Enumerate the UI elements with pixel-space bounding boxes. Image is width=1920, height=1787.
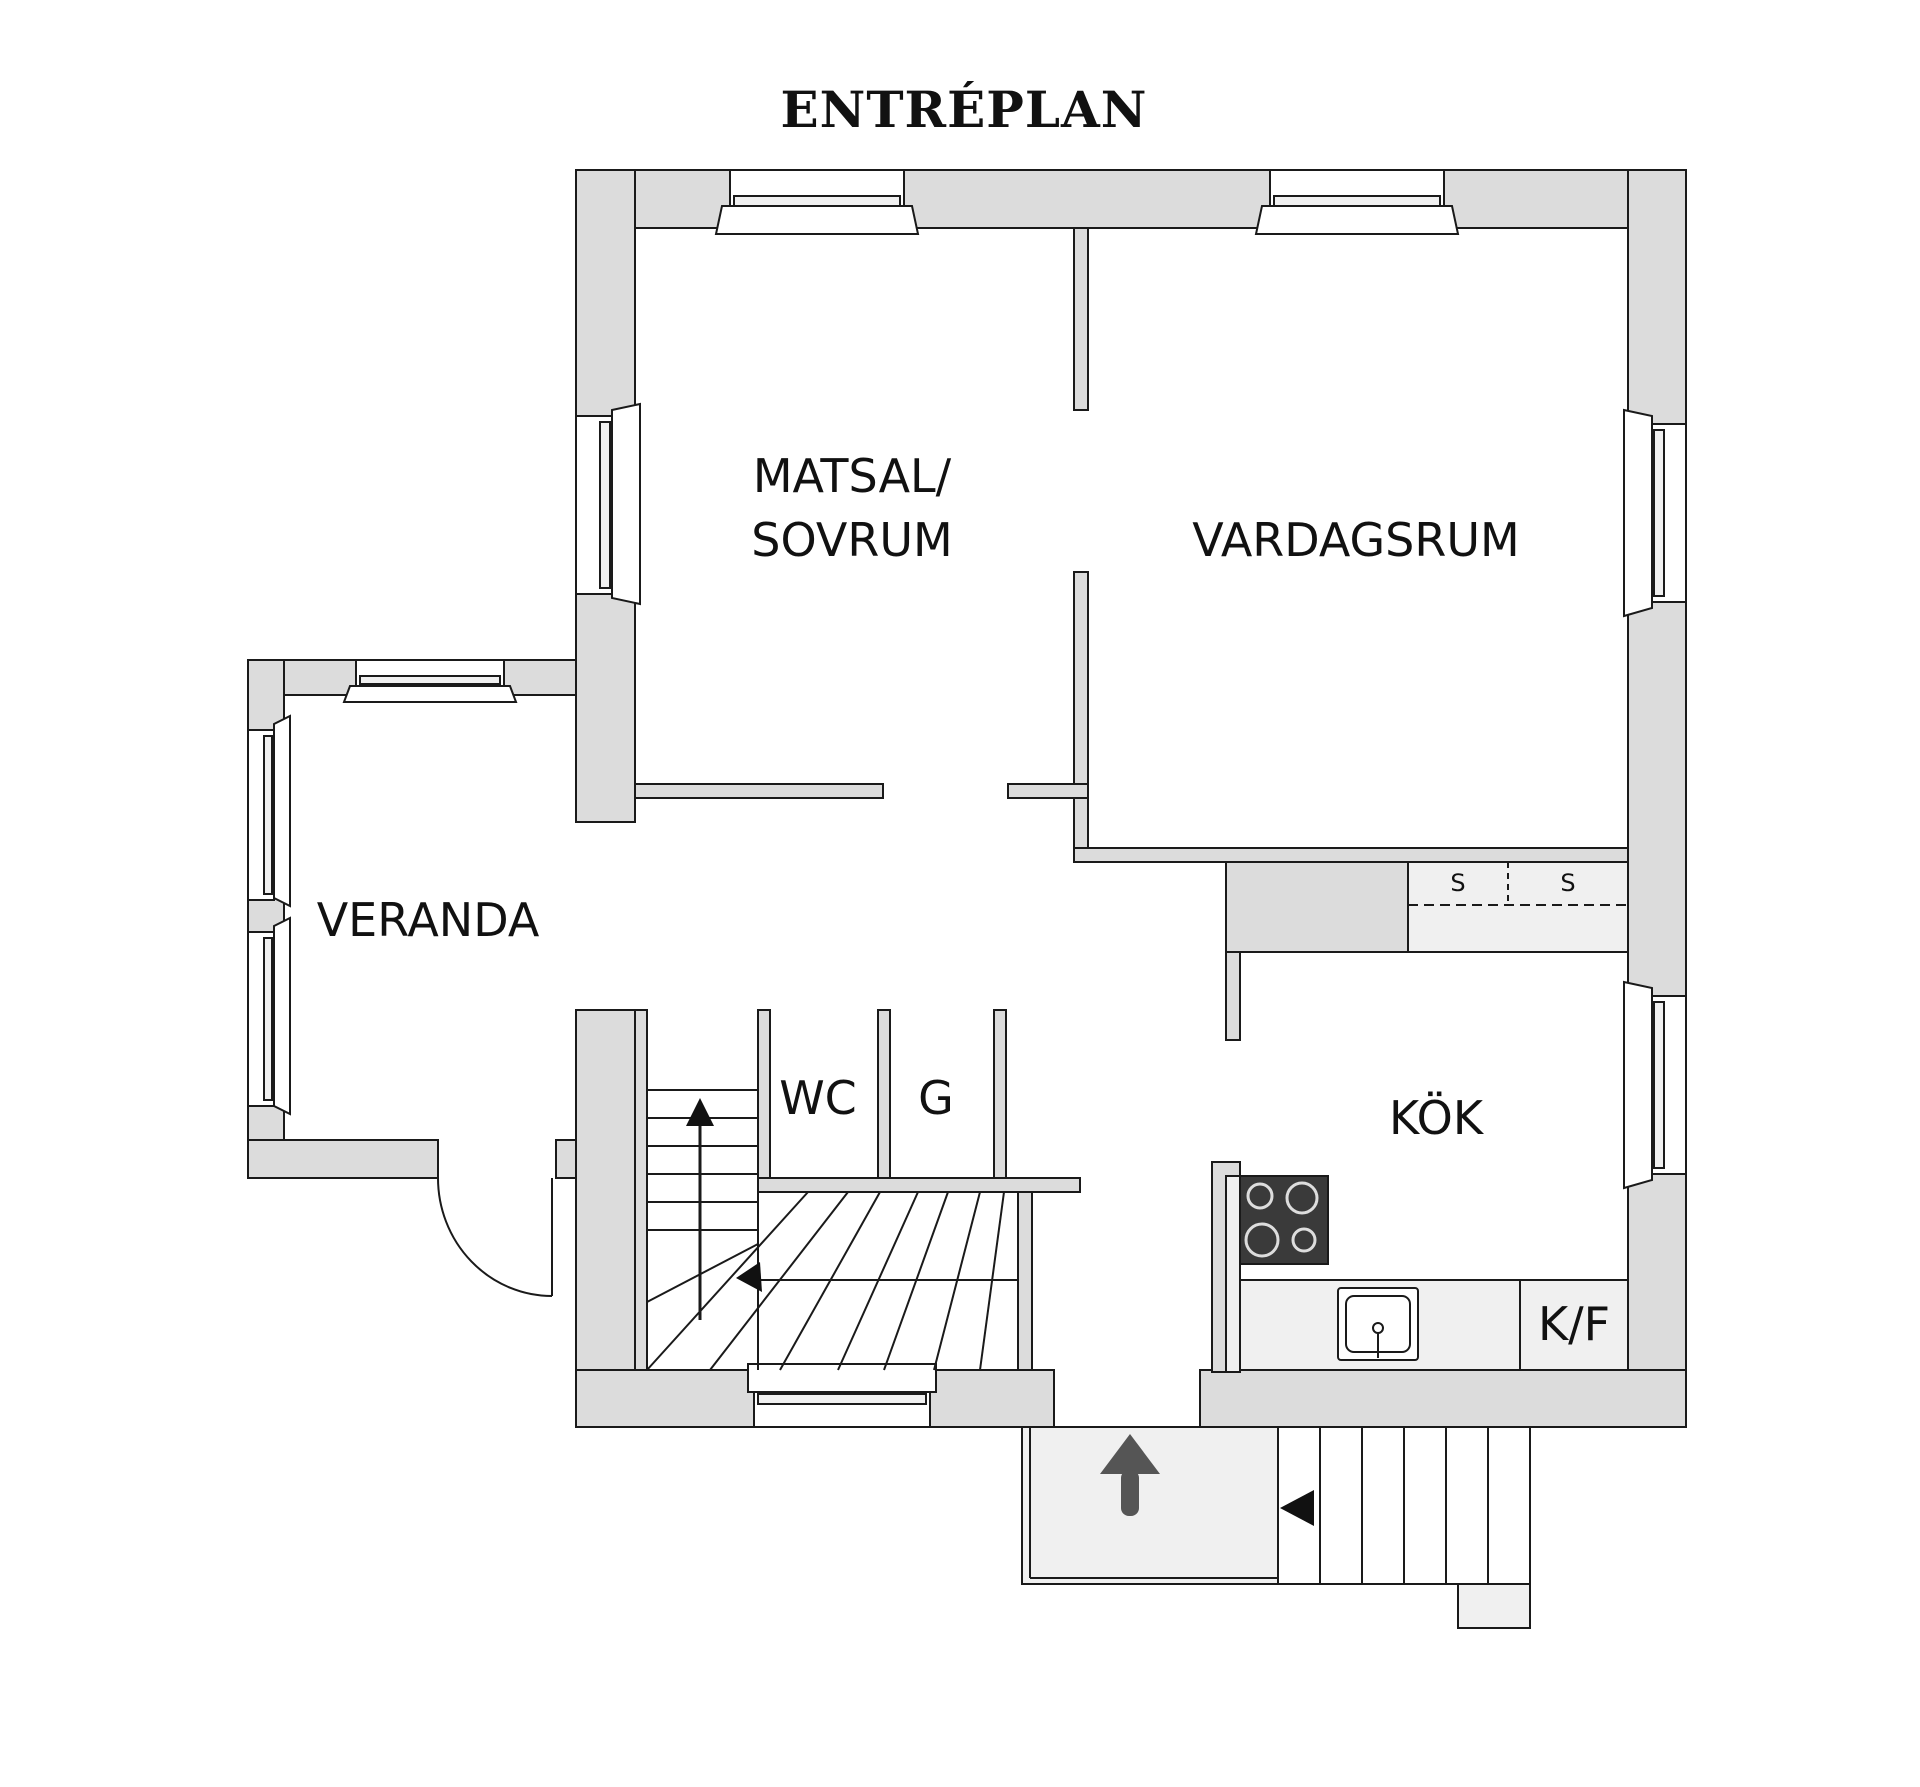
- window-west-upper: [575, 402, 641, 606]
- wall-wc-g-south: [757, 1177, 1081, 1193]
- room-label-veranda: VERANDA: [317, 893, 540, 947]
- wall-vardagsrum-south: [1073, 847, 1629, 863]
- window-veranda-west-lower: [247, 916, 291, 1116]
- room-label-g: G: [918, 1071, 954, 1125]
- wall-east: [1627, 169, 1687, 1428]
- stair-arrow-up-icon: [686, 1098, 714, 1126]
- window-east-lower: [1623, 980, 1687, 1190]
- veranda-wall-south-right: [555, 1139, 577, 1179]
- room-label-matsal-line1: MATSAL/: [753, 449, 952, 503]
- wall-kitchen-stub: [1225, 951, 1241, 1041]
- closet: S S: [1407, 861, 1629, 953]
- outer-stair-arrow-icon: [1280, 1490, 1314, 1526]
- wall-stair-west: [634, 1009, 648, 1371]
- window-veranda-north: [342, 659, 518, 703]
- wall-west-lower: [575, 1009, 636, 1428]
- room-label-matsal-line2: SOVRUM: [751, 513, 952, 567]
- room-label-kf: K/F: [1538, 1297, 1610, 1351]
- kitchen-counter: [1225, 1175, 1629, 1373]
- plan-title: ENTRÉPLAN: [781, 80, 1148, 139]
- wall-wc-west: [757, 1009, 771, 1191]
- closet-label-1: S: [1450, 869, 1465, 897]
- entry-arrow-icon: [1100, 1434, 1160, 1516]
- window-south-stair: [747, 1363, 937, 1428]
- wall-stair-east: [1017, 1191, 1033, 1371]
- room-label-wc: WC: [779, 1071, 857, 1125]
- window-north-left: [714, 169, 920, 235]
- room-label-vardagsrum: VARDAGSRUM: [1192, 513, 1519, 567]
- wall-g-east: [993, 1009, 1007, 1191]
- wall-south-right: [1199, 1369, 1687, 1428]
- window-veranda-west-upper: [247, 714, 291, 908]
- wall-hall-stub: [1007, 783, 1089, 799]
- veranda-door: [437, 1177, 553, 1297]
- window-north-right: [1254, 169, 1460, 235]
- veranda-wall-south-left: [247, 1139, 439, 1179]
- sink-icon: [1337, 1287, 1419, 1361]
- wall-divider-upper: [1073, 227, 1089, 411]
- room-label-kok: KÖK: [1389, 1091, 1485, 1145]
- outer-staircase: [1277, 1426, 1531, 1629]
- stair-arrow-left-icon: [736, 1262, 762, 1292]
- entry-landing: [1021, 1426, 1279, 1585]
- wall-wc-g: [877, 1009, 891, 1191]
- stove-icon: [1239, 1175, 1329, 1265]
- wall-matsal-south: [634, 783, 884, 799]
- walls: [247, 169, 1687, 1428]
- interior-staircase: [646, 1089, 1018, 1371]
- closet-label-2: S: [1560, 869, 1575, 897]
- windows: [247, 169, 1687, 1428]
- window-east-upper: [1623, 408, 1687, 618]
- wall-divider-lower: [1073, 571, 1089, 863]
